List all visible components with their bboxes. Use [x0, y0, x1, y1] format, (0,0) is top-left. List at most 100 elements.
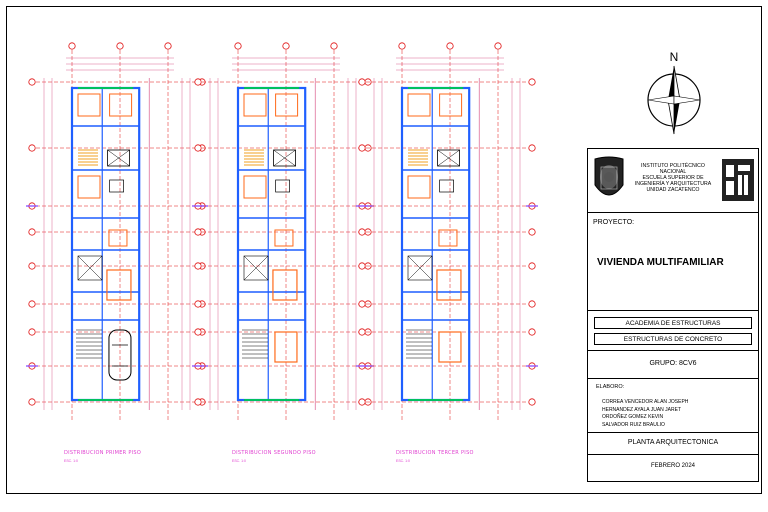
second-floor-plan-kitchen-counter — [273, 149, 297, 167]
third-floor-plan-bed — [407, 93, 431, 117]
first-floor-plan-kitchen-counter — [107, 149, 130, 167]
author-4: SALVADOR RUIZ BRAULIO — [602, 421, 665, 428]
institution-line-3: ESCUELA SUPERIOR DE — [642, 175, 704, 181]
third-floor-plan-outer-wall — [400, 86, 471, 402]
second-floor-plan-light-well — [243, 255, 269, 281]
institution-line-2: NACIONAL — [659, 169, 687, 175]
first-floor-plan-axis-bubble — [68, 42, 76, 50]
first-floor-plan-axis-bubble — [28, 300, 36, 308]
plan-scale-second-floor: ESC. 1:0 — [232, 459, 247, 463]
second-floor-plan-axis-bubble — [282, 42, 290, 50]
third-floor-plan-axis-bubble — [528, 228, 536, 236]
second-floor-plan-axis-bubble — [330, 42, 338, 50]
author-1: CORREA VENCEDOR ALAN JOSEPH — [602, 399, 689, 405]
second-floor-plan-sofa — [272, 269, 298, 301]
first-floor-plan-light-well — [77, 255, 103, 281]
plan-scale-third-floor: ESC. 1:0 — [396, 459, 411, 463]
plan-scale-first-floor: ESC. 1:0 — [64, 459, 79, 463]
second-floor-plan-sofa — [274, 331, 298, 363]
sheet-title-section: PLANTA ARQUITECTONICA — [588, 433, 758, 455]
second-floor-plan-axis-bubble — [194, 144, 202, 152]
date-section: FEBRERO 2024 — [588, 455, 758, 481]
plan-caption-third-floor: DISTRIBUCION TERCER PISO — [396, 450, 474, 456]
first-floor-plan-axis-bubble — [116, 42, 124, 50]
authors-section: ELABORO: CORREA VENCEDOR ALAN JOSEPH HER… — [588, 379, 758, 433]
third-floor-plan-bed — [407, 175, 431, 199]
third-floor-plan-kitchen-counter — [437, 149, 460, 167]
second-floor-plan-axis-bubble — [194, 78, 202, 86]
third-floor-plan-axis-bubble — [528, 300, 536, 308]
first-floor-plan-axis-bubble — [28, 78, 36, 86]
sheet-title: PLANTA ARQUITECTONICA — [627, 439, 719, 446]
third-floor-plan-axis-bubble — [398, 42, 406, 50]
first-floor-plan-bed — [109, 93, 133, 117]
first-floor-plan-bed — [77, 93, 101, 117]
second-floor-plan-light-well — [243, 255, 269, 281]
second-floor-plan-bed — [243, 93, 267, 117]
third-floor-plan-axis-bubble — [528, 398, 536, 406]
third-floor-plan-axis-bubble — [528, 144, 536, 152]
first-floor-plan-axis-bubble — [28, 262, 36, 270]
third-floor-plan-axis-bubble — [494, 42, 502, 50]
first-floor-plan-bed — [77, 175, 101, 199]
third-floor-plan-sofa — [436, 269, 462, 301]
third-floor-plan-axis-bubble — [358, 228, 366, 236]
title-block-header: INSTITUTO POLITÉCNICO NACIONAL ESCUELA S… — [588, 149, 758, 213]
first-floor-plan-sofa — [106, 269, 132, 301]
second-floor-plan-axis-bubble — [194, 262, 202, 270]
esia-logo-icon — [722, 159, 754, 201]
third-floor-plan-sofa — [438, 331, 462, 363]
second-floor-plan-axis-bubble — [194, 398, 202, 406]
second-floor-plan-axis-bubble — [194, 300, 202, 308]
third-floor-plan-axis-bubble — [528, 78, 536, 86]
institution-line-1: INSTITUTO POLITÉCNICO — [641, 163, 705, 169]
prepared-label: ELABORO: — [596, 384, 625, 390]
first-floor-plan-kitchen-counter — [107, 149, 130, 167]
first-floor-plan-axis-bubble — [28, 228, 36, 236]
project-name: VIVIENDA MULTIFAMILIAR — [597, 257, 724, 268]
third-floor-plan-light-well — [407, 255, 433, 281]
group-section: GRUPO: 8CV6 — [588, 351, 758, 379]
first-floor-plan-outer-wall — [70, 86, 141, 402]
third-floor-plan-axis-bubble — [358, 78, 366, 86]
plan-caption-first-floor: DISTRIBUCION PRIMER PISO — [64, 450, 142, 456]
first-floor-plan-light-well — [77, 255, 103, 281]
first-floor-plan-bathroom-fixture — [109, 179, 124, 193]
second-floor-plan-bed — [243, 175, 267, 199]
second-floor-plan-kitchen-counter — [273, 149, 296, 167]
third-floor-plan-dining-table — [438, 229, 458, 247]
academy-box: ACADEMIA DE ESTRUCTURAS — [594, 317, 752, 329]
second-floor-plan-bed — [275, 93, 299, 117]
third-floor-plan-axis-bubble — [358, 262, 366, 270]
second-floor-plan-axis-bubble — [234, 42, 242, 50]
third-floor-plan-kitchen-counter — [437, 149, 461, 167]
institution-line-5: UNIDAD ZACATENCO — [646, 187, 700, 193]
author-3: ORDOÑEZ GOMEZ KEVIN — [602, 414, 664, 420]
north-arrow-icon: N — [647, 52, 701, 135]
date-label: FEBRERO 2024 — [650, 463, 696, 469]
third-floor-plan-axis-bubble — [358, 398, 366, 406]
second-floor-plan-outer-wall — [236, 86, 307, 402]
third-floor-plan-axis-bubble — [528, 262, 536, 270]
second-floor-plan-bathroom-fixture — [275, 179, 290, 193]
third-floor-plan-bathroom-fixture — [439, 179, 454, 193]
subject-box: ESTRUCTURAS DE CONCRETO — [594, 333, 752, 345]
course-section: ACADEMIA DE ESTRUCTURAS ESTRUCTURAS DE C… — [588, 311, 758, 351]
second-floor-plan-dining-table — [274, 229, 294, 247]
project-section: PROYECTO: VIVIENDA MULTIFAMILIAR — [588, 213, 758, 311]
first-floor-plan-axis-bubble — [164, 42, 172, 50]
third-floor-plan-light-well — [407, 255, 433, 281]
first-floor-plan-axis-bubble — [28, 144, 36, 152]
first-floor-plan-dining-table — [108, 229, 128, 247]
first-floor-plan-axis-bubble — [28, 328, 36, 336]
third-floor-plan-axis-bubble — [358, 144, 366, 152]
third-floor-plan-axis-bubble — [358, 328, 366, 336]
group-label: GRUPO: 8CV6 — [649, 360, 697, 367]
third-floor-plan-axis-bubble — [528, 328, 536, 336]
ipn-logo-icon — [594, 156, 624, 196]
title-block: INSTITUTO POLITÉCNICO NACIONAL ESCUELA S… — [587, 148, 759, 482]
first-floor-plan-axis-bubble — [28, 398, 36, 406]
north-label: N — [670, 52, 679, 64]
project-label: PROYECTO: — [593, 219, 635, 226]
